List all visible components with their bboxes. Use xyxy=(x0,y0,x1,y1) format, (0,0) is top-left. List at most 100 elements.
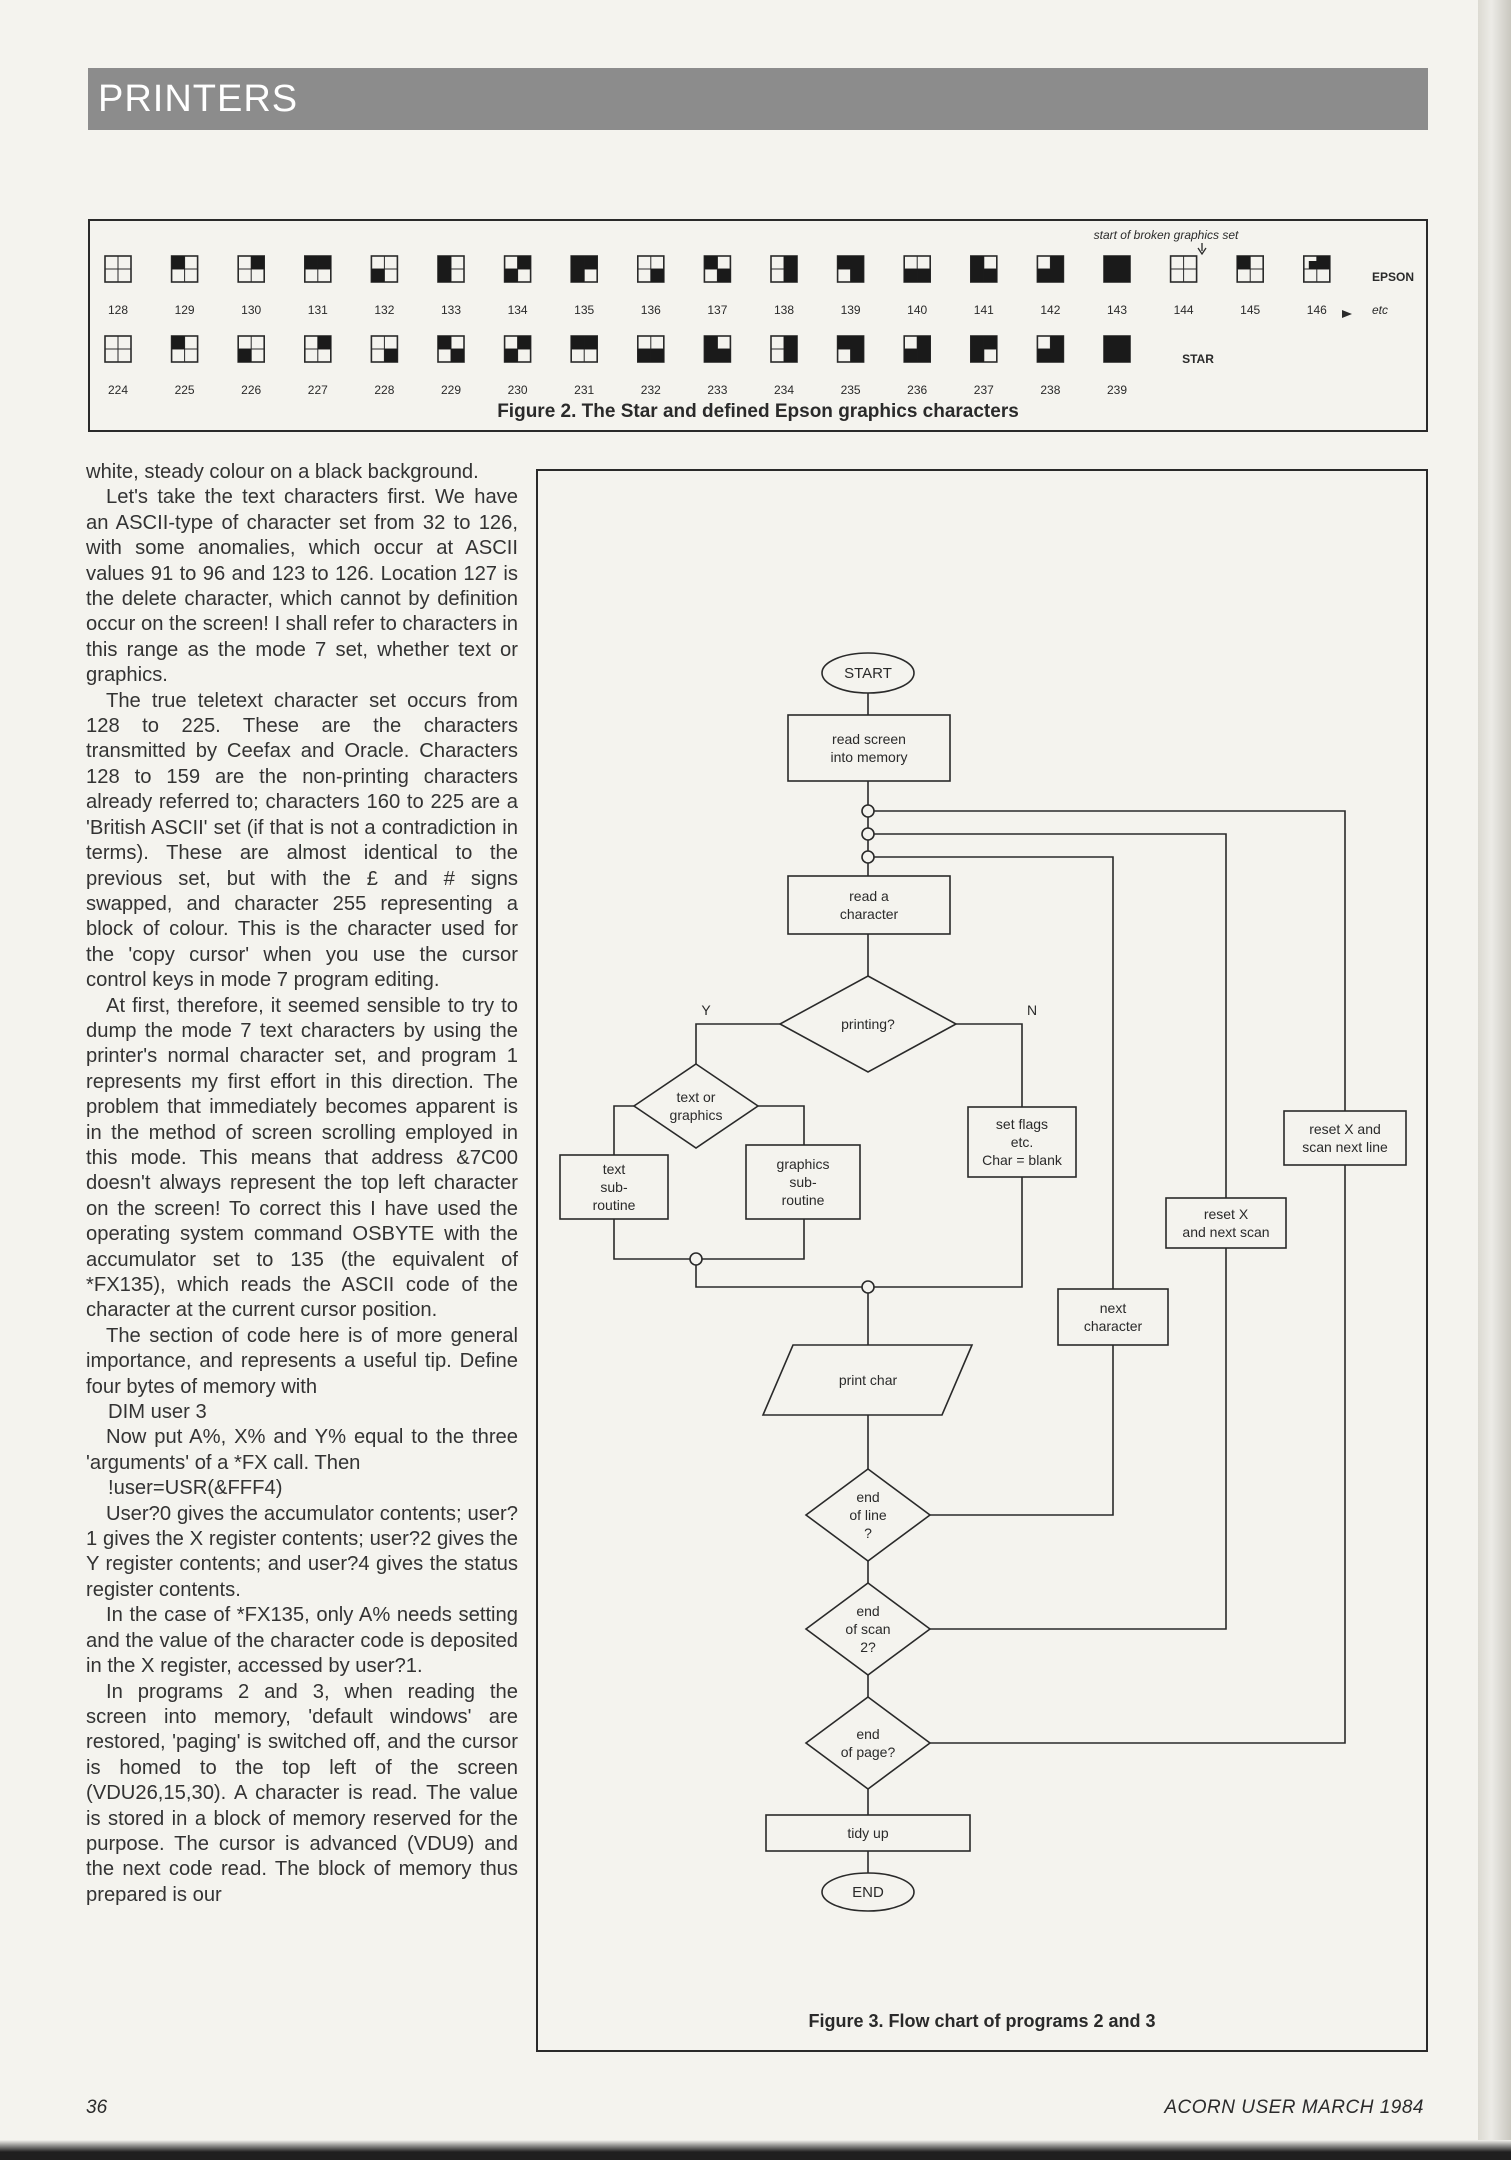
cell-block xyxy=(704,349,718,362)
star-code-label: 231 xyxy=(574,383,594,397)
star-char-cell xyxy=(636,335,665,363)
star-code-label: 224 xyxy=(108,383,128,397)
text-or-graphics-decision xyxy=(632,1063,760,1149)
star-code-label: 235 xyxy=(841,383,861,397)
star-char-cell xyxy=(836,335,865,363)
star-char-cell xyxy=(570,335,599,363)
epson-code-label: 144 xyxy=(1174,303,1194,317)
end-of-line-label: ? xyxy=(864,1525,872,1541)
start-label: START xyxy=(844,665,892,682)
article-paragraph: Now put A%, X% and Y% equal to the three… xyxy=(86,1426,518,1474)
end-of-page-label: of page? xyxy=(841,1744,896,1760)
cell-block xyxy=(571,269,585,282)
end-label: END xyxy=(852,1884,884,1901)
star-char-cell xyxy=(370,335,399,363)
cell-fill xyxy=(1104,256,1130,282)
flow-connector xyxy=(930,1345,1114,1516)
article-paragraph: In programs 2 and 3, when reading the sc… xyxy=(86,1680,518,1906)
cell-block xyxy=(650,349,664,362)
flow-connector xyxy=(695,1265,862,1288)
flow-connector xyxy=(874,856,1114,1289)
cell-block xyxy=(571,256,585,269)
flow-connector xyxy=(930,1248,1227,1630)
reset-x-scan-box xyxy=(1283,1110,1407,1166)
cell-block xyxy=(171,336,185,349)
article-body: white, steady colour on a black backgrou… xyxy=(86,460,518,1908)
cell-block xyxy=(650,269,664,282)
cell-block xyxy=(584,336,598,349)
article-paragraph: !user=USR(&FFF4) xyxy=(108,1477,283,1500)
cell-block xyxy=(517,336,531,349)
cell-block xyxy=(1308,261,1317,269)
star-char-cell xyxy=(170,335,199,363)
read-char-box xyxy=(787,875,951,935)
cell-block xyxy=(504,349,518,362)
cell-block xyxy=(970,336,984,349)
print-char-io xyxy=(761,1344,974,1416)
cell-block xyxy=(504,269,518,282)
no-label: N xyxy=(1027,1002,1037,1018)
cell-block xyxy=(717,269,731,282)
epson-code-label: 132 xyxy=(374,303,394,317)
junction-node xyxy=(861,804,875,818)
graphics-subroutine-label: routine xyxy=(782,1192,825,1208)
end-of-line-label: of line xyxy=(849,1507,887,1523)
article-paragraph: Let's take the text characters first. We… xyxy=(86,486,518,687)
printing-decision xyxy=(778,975,958,1073)
read-screen-label: read screen xyxy=(832,731,906,747)
epson-char-cell xyxy=(570,255,599,283)
cell-fill xyxy=(1104,336,1130,362)
read-char-label: read a xyxy=(849,888,889,904)
epson-char-cell xyxy=(1236,255,1264,283)
article-paragraph: DIM user 3 xyxy=(108,1401,207,1424)
cell-block xyxy=(970,269,984,282)
cell-block xyxy=(970,349,984,362)
cell-block xyxy=(983,336,997,349)
star-code-label: 225 xyxy=(175,383,195,397)
cell-block xyxy=(917,269,931,282)
cell-block xyxy=(784,269,797,282)
star-char-cell xyxy=(237,335,265,363)
flow-connector xyxy=(874,1177,1023,1288)
epson-char-cell xyxy=(237,255,265,283)
end-of-scan-label: 2? xyxy=(860,1639,876,1655)
cell-block xyxy=(438,336,451,349)
epson-code-label: 128 xyxy=(108,303,128,317)
cell-block xyxy=(1037,269,1051,282)
cell-block xyxy=(371,269,385,282)
graphics-subroutine-label: graphics xyxy=(777,1156,830,1172)
cell-block xyxy=(917,336,931,349)
star-char-cell xyxy=(104,335,132,363)
broken-set-note: start of broken graphics set xyxy=(1094,228,1239,242)
flow-connector xyxy=(874,810,1346,1111)
set-flags-label: set flags xyxy=(996,1116,1048,1132)
epson-char-cell xyxy=(903,255,932,283)
cell-block xyxy=(917,349,931,362)
epson-char-cell xyxy=(437,255,465,283)
flow-connector xyxy=(930,1165,1346,1744)
epson-code-label: 130 xyxy=(241,303,261,317)
cell-block xyxy=(904,349,918,362)
cell-block xyxy=(704,336,718,349)
star-code-label: 229 xyxy=(441,383,461,397)
epson-char-cell xyxy=(170,255,199,283)
star-code-label: 226 xyxy=(241,383,261,397)
flow-connector xyxy=(874,833,1227,1198)
figure-2-caption: Figure 2. The Star and defined Epson gra… xyxy=(497,401,1019,422)
end-of-line-label: end xyxy=(856,1489,879,1505)
epson-char-cell xyxy=(836,255,865,283)
cell-block xyxy=(837,336,851,349)
text-or-graphics-label: text or xyxy=(677,1089,716,1105)
tidy-up-label: tidy up xyxy=(847,1825,888,1841)
article-paragraph: In the case of *FX135, only A% needs set… xyxy=(86,1604,518,1678)
star-char-cell xyxy=(503,335,532,363)
cell-block xyxy=(1316,256,1330,269)
epson-code-label: 129 xyxy=(175,303,195,317)
cell-block xyxy=(850,269,864,282)
cell-block xyxy=(1050,256,1064,269)
cell-block xyxy=(517,256,531,269)
epson-char-cell xyxy=(636,255,665,283)
article-paragraph: The true teletext character set occurs f… xyxy=(86,689,518,992)
cell-block xyxy=(1050,349,1064,362)
